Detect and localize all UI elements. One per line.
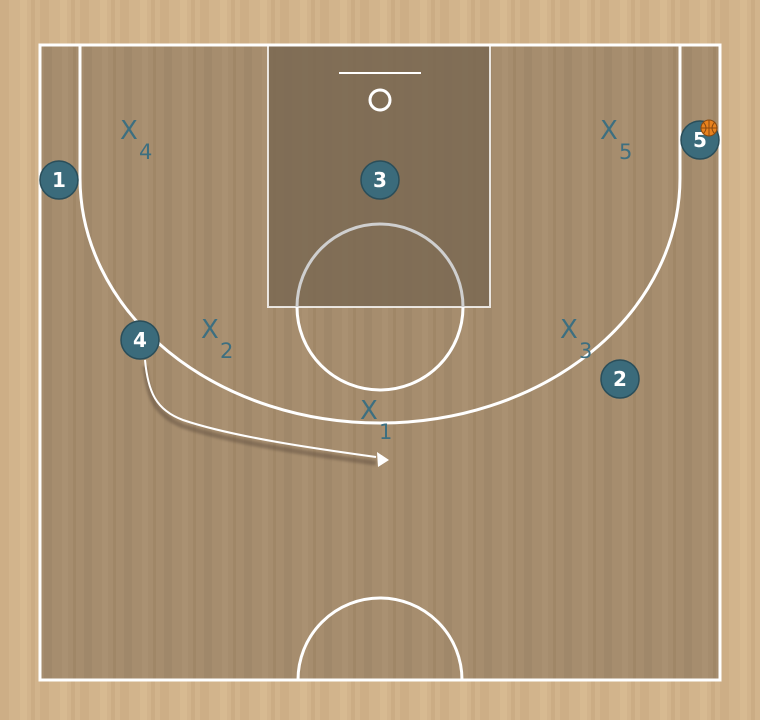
cut-path-shadow (142, 365, 377, 466)
three-point-line (78, 45, 682, 425)
basketball-icon (700, 119, 718, 137)
player-3: 3 (360, 160, 400, 200)
cut-path-player-4 (144, 359, 377, 458)
court-boundary (38, 43, 722, 682)
svg-text:X: X (201, 315, 219, 345)
center-circle (296, 596, 464, 681)
svg-text:X: X (360, 396, 378, 426)
svg-text:4: 4 (133, 328, 147, 352)
defender-x3: X 3 (560, 315, 592, 363)
free-throw-circle-bottom (295, 306, 465, 392)
svg-text:X: X (600, 116, 618, 146)
free-throw-circle-top (295, 222, 465, 308)
cut-arrowhead (377, 452, 389, 467)
player-2: 2 (600, 359, 640, 399)
svg-text:3: 3 (579, 339, 592, 363)
defender-x5: X 5 (600, 116, 632, 164)
rim (368, 88, 392, 112)
svg-text:1: 1 (52, 168, 66, 192)
svg-text:4: 4 (139, 140, 152, 164)
player-1: 1 (39, 160, 79, 200)
svg-text:5: 5 (619, 140, 632, 164)
svg-text:2: 2 (613, 367, 627, 391)
svg-text:2: 2 (220, 339, 233, 363)
svg-text:X: X (560, 315, 578, 345)
player-4: 4 (120, 320, 160, 360)
defender-x2: X 2 (201, 315, 233, 363)
svg-text:3: 3 (373, 168, 387, 192)
svg-text:1: 1 (379, 420, 392, 444)
defender-x1: X 1 (360, 396, 392, 444)
svg-text:X: X (120, 116, 138, 146)
defender-x4: X 4 (120, 116, 152, 164)
